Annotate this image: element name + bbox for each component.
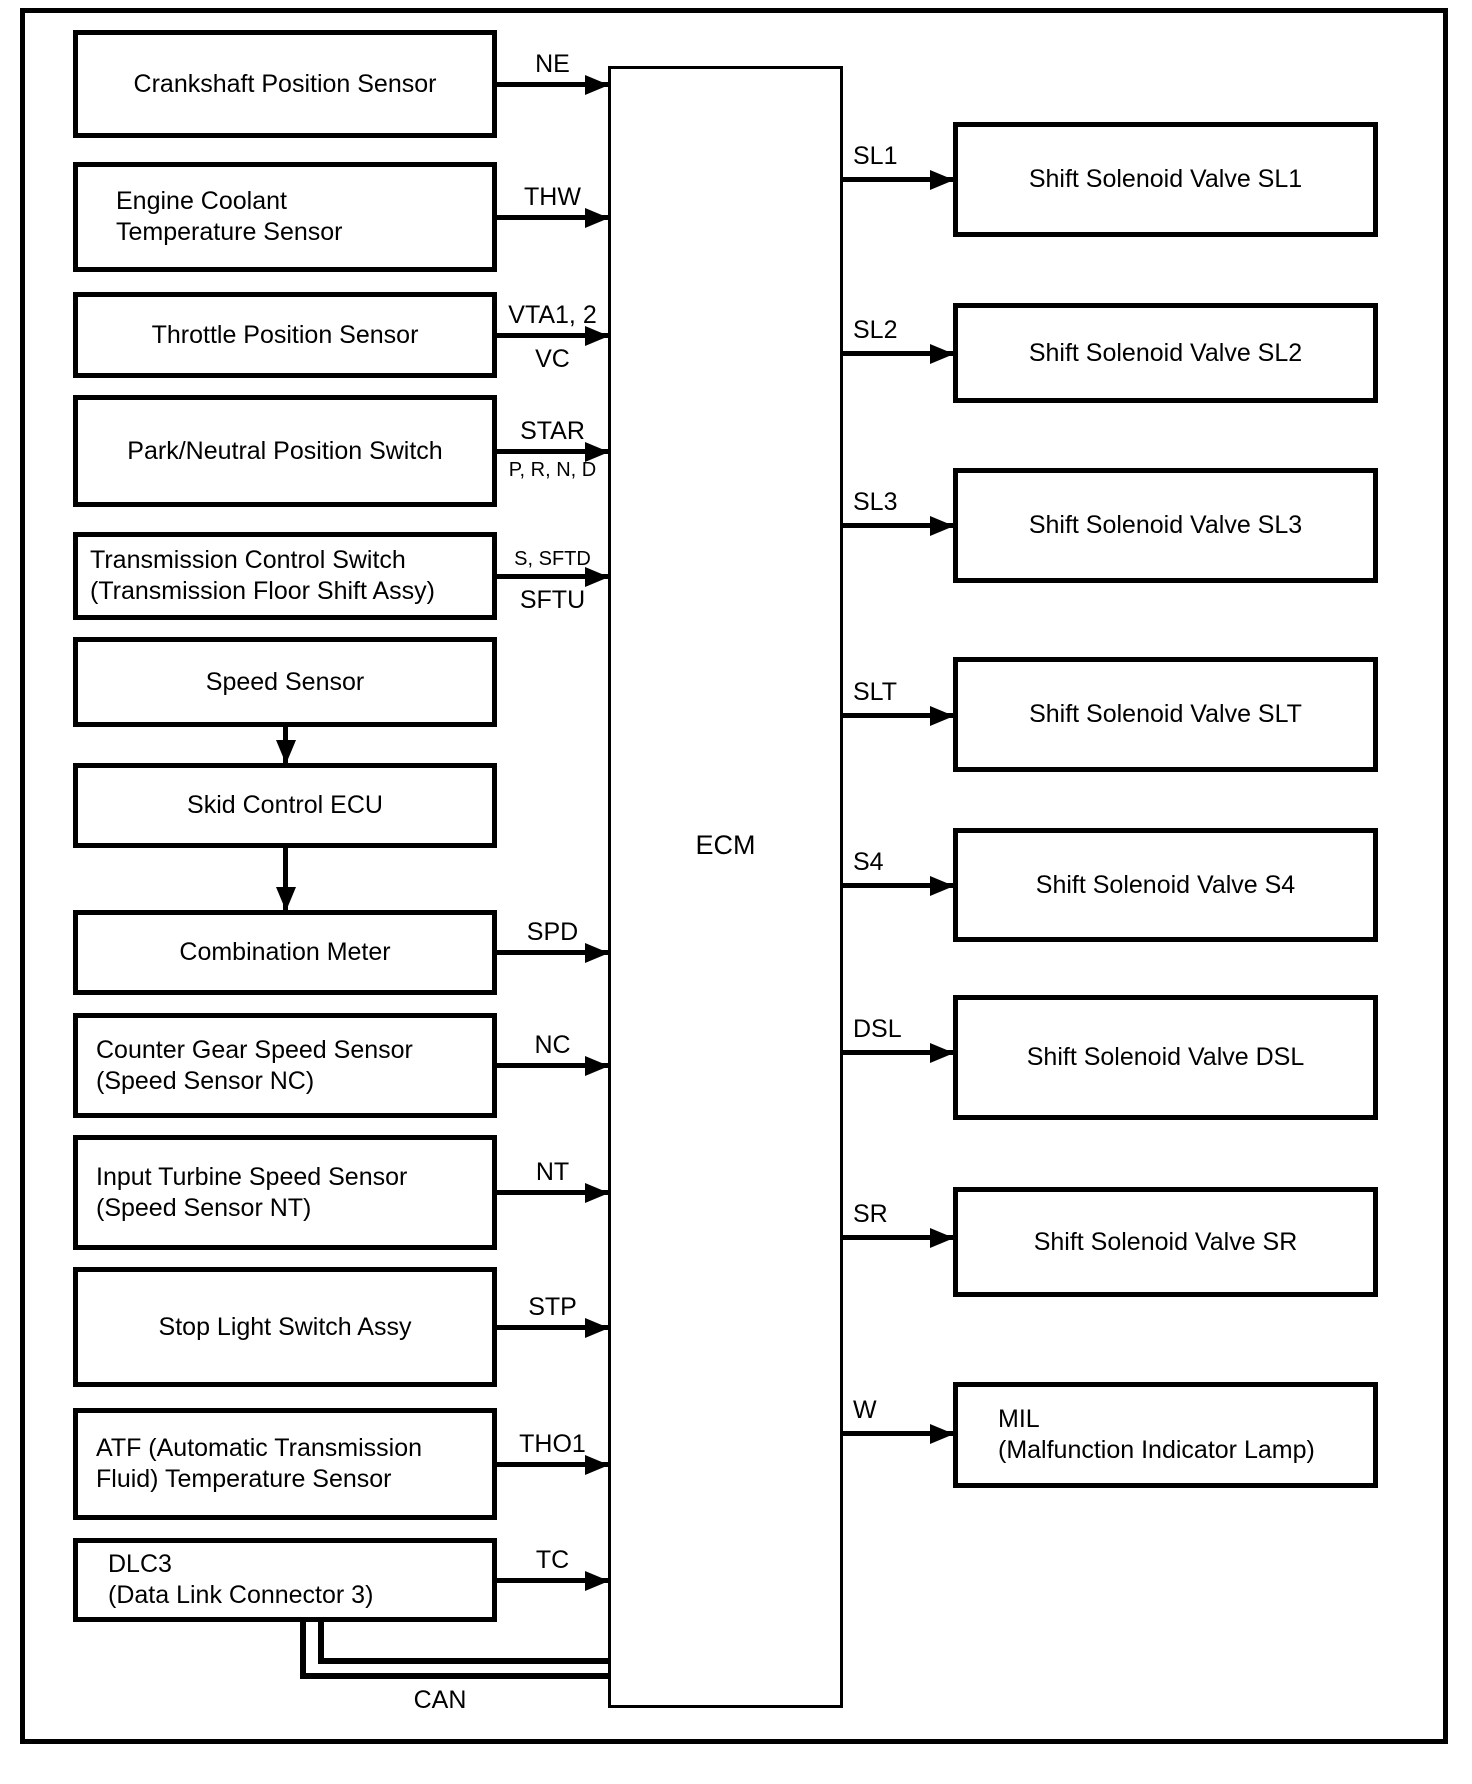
signal-arrow-sl3	[843, 523, 953, 528]
ecm-node	[608, 66, 843, 1708]
node-label: Input Turbine Speed Sensor (Speed Sensor…	[96, 1162, 408, 1222]
input-node-skid-control-ecu: Skid Control ECU	[73, 763, 497, 848]
signal-label-stp: STP	[528, 1293, 577, 1321]
signal-label-tho1: THO1	[519, 1430, 586, 1458]
signal-arrow-sl2	[843, 351, 953, 356]
signal-label-nt: NT	[535, 1158, 570, 1186]
input-node-crankshaft-position-sensor: Crankshaft Position Sensor	[73, 30, 497, 138]
can-bus-vertical-outer	[300, 1622, 306, 1679]
node-label: Crankshaft Position Sensor	[133, 69, 437, 98]
signal-label-sl2: SL2	[853, 316, 898, 344]
output-node-shift-solenoid-valve-sl3: Shift Solenoid Valve SL3	[953, 468, 1378, 583]
diagram-outer-border	[20, 8, 1448, 1744]
signal-arrow-stp	[497, 1325, 608, 1330]
node-label: Combination Meter	[179, 938, 391, 966]
node-label: Counter Gear Speed Sensor (Speed Sensor …	[96, 1035, 413, 1095]
input-node-stop-light-switch-assy: Stop Light Switch Assy	[73, 1267, 497, 1387]
signal-arrow-dsl	[843, 1050, 953, 1055]
signal-arrow-tho1	[497, 1462, 608, 1467]
signal-arrow-slt	[843, 713, 953, 718]
input-node-transmission-control-switch: Transmission Control Switch (Transmissio…	[73, 532, 497, 620]
signal-label-slt: SLT	[853, 678, 897, 706]
signal-label-dsl: DSL	[853, 1015, 902, 1043]
signal-label-spd: SPD	[526, 918, 579, 946]
node-label: Shift Solenoid Valve S4	[1035, 870, 1296, 899]
node-label: Shift Solenoid Valve SL3	[1028, 511, 1303, 539]
input-node-dlc3: DLC3 (Data Link Connector 3)	[73, 1538, 497, 1622]
node-label: Throttle Position Sensor	[151, 320, 419, 349]
signal-arrow-vta	[497, 333, 608, 338]
input-node-counter-gear-speed-sensor: Counter Gear Speed Sensor (Speed Sensor …	[73, 1013, 497, 1118]
signal-arrow-nt	[497, 1190, 608, 1195]
node-label: Shift Solenoid Valve SL1	[1028, 165, 1303, 193]
signal-label-sl3: SL3	[853, 488, 898, 516]
node-label: Skid Control ECU	[187, 791, 383, 819]
output-node-shift-solenoid-valve-slt: Shift Solenoid Valve SLT	[953, 657, 1378, 772]
node-label: Transmission Control Switch (Transmissio…	[90, 546, 435, 605]
signal-arrow-sftd	[497, 574, 608, 579]
signal-arrow-nc	[497, 1063, 608, 1068]
signal-arrow-star	[497, 449, 608, 454]
can-bus-vertical-inner	[318, 1622, 324, 1664]
input-node-input-turbine-speed-sensor: Input Turbine Speed Sensor (Speed Sensor…	[73, 1135, 497, 1250]
signal-label-nc: NC	[534, 1031, 571, 1059]
signal-label-ne: NE	[535, 50, 570, 78]
signal-arrow-s4	[843, 883, 953, 888]
input-node-park-neutral-position-switch: Park/Neutral Position Switch	[73, 395, 497, 507]
input-node-speed-sensor: Speed Sensor	[73, 637, 497, 727]
signal-label-sl1: SL1	[853, 142, 898, 170]
output-node-shift-solenoid-valve-dsl: Shift Solenoid Valve DSL	[953, 995, 1378, 1120]
signal-label-prnd: P, R, N, D	[508, 459, 597, 481]
output-node-shift-solenoid-valve-sl2: Shift Solenoid Valve SL2	[953, 303, 1378, 403]
signal-arrow-sr	[843, 1235, 953, 1240]
input-node-throttle-position-sensor: Throttle Position Sensor	[73, 292, 497, 378]
node-label: Engine Coolant Temperature Sensor	[116, 187, 343, 246]
signal-label-vta1-2: VTA1, 2	[508, 301, 597, 329]
node-label: ATF (Automatic Transmission Fluid) Tempe…	[96, 1434, 423, 1493]
flow-arrow-skid-control-ecu-to-combination-meter	[283, 848, 288, 910]
ecm-label: ECM	[695, 830, 756, 860]
node-label: Shift Solenoid Valve SLT	[1029, 700, 1302, 728]
signal-label-tc: TC	[535, 1546, 570, 1574]
node-label: MIL (Malfunction Indicator Lamp)	[998, 1405, 1315, 1464]
node-label: Park/Neutral Position Switch	[127, 436, 443, 465]
signal-arrow-thw	[497, 215, 608, 220]
signal-arrow-tc	[497, 1578, 608, 1583]
input-node-engine-coolant-temperature-sensor: Engine Coolant Temperature Sensor	[73, 162, 497, 272]
node-label: Speed Sensor	[205, 667, 365, 696]
signal-label-sr: SR	[853, 1200, 888, 1228]
can-bus-horizontal-inner	[318, 1658, 608, 1664]
node-label: Shift Solenoid Valve DSL	[1026, 1043, 1305, 1071]
output-node-mil: MIL (Malfunction Indicator Lamp)	[953, 1382, 1378, 1488]
signal-label-star: STAR	[520, 417, 585, 445]
signal-label-sftu: SFTU	[519, 586, 586, 614]
signal-label-s-sftd: S, SFTD	[514, 548, 591, 570]
signal-arrow-sl1	[843, 177, 953, 182]
flow-arrow-speed-sensor-to-skid-control-ecu	[283, 727, 288, 763]
output-node-shift-solenoid-valve-s4: Shift Solenoid Valve S4	[953, 828, 1378, 942]
signal-label-s4: S4	[853, 848, 884, 876]
can-bus-label: CAN	[413, 1686, 467, 1714]
signal-arrow-spd	[497, 950, 608, 955]
signal-label-w: W	[853, 1396, 877, 1424]
can-bus-horizontal-outer	[300, 1673, 608, 1679]
node-label: Stop Light Switch Assy	[158, 1312, 412, 1341]
output-node-shift-solenoid-valve-sr: Shift Solenoid Valve SR	[953, 1187, 1378, 1297]
node-label: DLC3 (Data Link Connector 3)	[108, 1550, 374, 1609]
signal-arrow-w	[843, 1431, 953, 1436]
input-node-atf-temperature-sensor: ATF (Automatic Transmission Fluid) Tempe…	[73, 1408, 497, 1520]
node-label: Shift Solenoid Valve SR	[1033, 1227, 1298, 1256]
signal-label-thw: THW	[524, 183, 581, 211]
input-node-combination-meter: Combination Meter	[73, 910, 497, 995]
signal-arrow-ne	[497, 82, 608, 87]
signal-label-vc: VC	[535, 345, 570, 373]
node-label: Shift Solenoid Valve SL2	[1028, 338, 1303, 367]
output-node-shift-solenoid-valve-sl1: Shift Solenoid Valve SL1	[953, 122, 1378, 237]
